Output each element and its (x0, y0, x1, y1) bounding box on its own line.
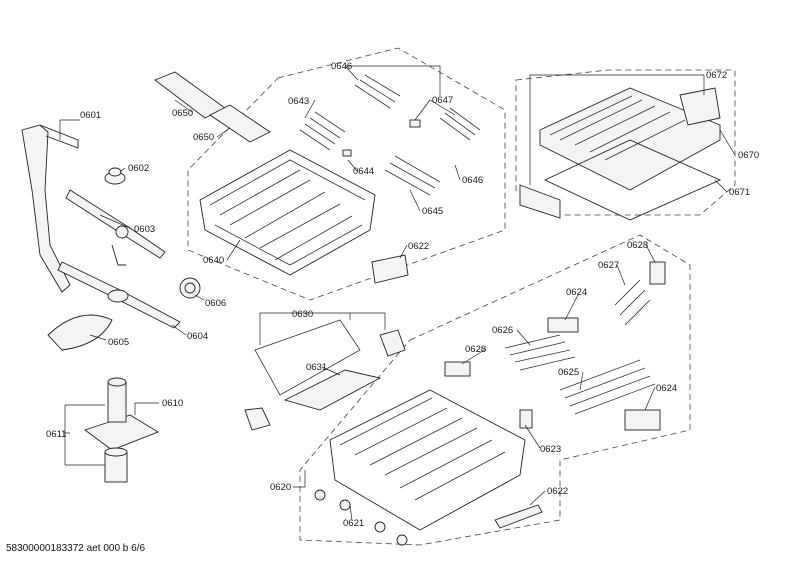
label-0620: 0620 (270, 482, 291, 493)
label-0672: 0672 (706, 70, 727, 81)
label-0624-bottom: 0624 (656, 383, 677, 394)
label-0628-left: 0628 (465, 344, 486, 355)
label-0601: 0601 (80, 110, 101, 121)
label-0622-upper: 0622 (408, 241, 429, 252)
small-item-box-part (371, 254, 409, 284)
lower-basket-group-outline (299, 234, 691, 546)
label-0628-right: 0628 (627, 240, 648, 251)
label-0647: 0647 (432, 95, 453, 106)
label-0650-top: 0650 (172, 108, 193, 119)
label-0626: 0626 (492, 325, 513, 336)
cup-shelf-part (154, 71, 271, 143)
upper-spray-arm-part (65, 189, 166, 266)
label-0671: 0671 (729, 187, 750, 198)
lower-spray-arm-part (57, 261, 181, 329)
upper-basket-racks-part (299, 74, 481, 196)
label-0605: 0605 (108, 337, 129, 348)
label-0650-bottom: 0650 (193, 132, 214, 143)
label-0643: 0643 (288, 96, 309, 107)
leader-lines (59, 65, 736, 521)
label-0604: 0604 (187, 331, 208, 342)
lower-basket-part (314, 389, 526, 546)
label-0644: 0644 (353, 166, 374, 177)
label-0630: 0630 (292, 309, 313, 320)
label-0603: 0603 (134, 224, 155, 235)
label-0625: 0625 (558, 367, 579, 378)
label-0610: 0610 (162, 398, 183, 409)
label-0611: 0611 (46, 429, 66, 440)
label-0622-lower: 0622 (547, 486, 568, 497)
label-0606: 0606 (205, 298, 226, 309)
filter-assembly-part (84, 377, 160, 483)
document-footer-code: 58300000183372 aet 000 b 6/6 (6, 543, 146, 554)
spray-arm-nut-part (104, 167, 126, 185)
label-0670: 0670 (738, 150, 759, 161)
label-0627: 0627 (598, 260, 619, 271)
upper-basket-group-outline (187, 47, 506, 301)
basket-handle-part (494, 504, 543, 529)
label-0646-right: 0646 (462, 175, 483, 186)
label-0624-top: 0624 (566, 287, 587, 298)
label-0621: 0621 (343, 518, 364, 529)
label-0631: 0631 (306, 362, 327, 373)
label-0602: 0602 (128, 163, 149, 174)
label-0646-top: 0646 (331, 61, 352, 72)
lower-basket-racks-part (444, 261, 666, 431)
upper-basket-part (199, 149, 376, 276)
round-filter-part (179, 277, 201, 299)
label-0645: 0645 (422, 206, 443, 217)
microfilter-plate-part (47, 314, 113, 351)
label-0640: 0640 (203, 255, 224, 266)
cutlery-tray-part (519, 87, 722, 221)
label-0623: 0623 (540, 444, 561, 455)
cup-rack-frame-part (244, 319, 406, 431)
